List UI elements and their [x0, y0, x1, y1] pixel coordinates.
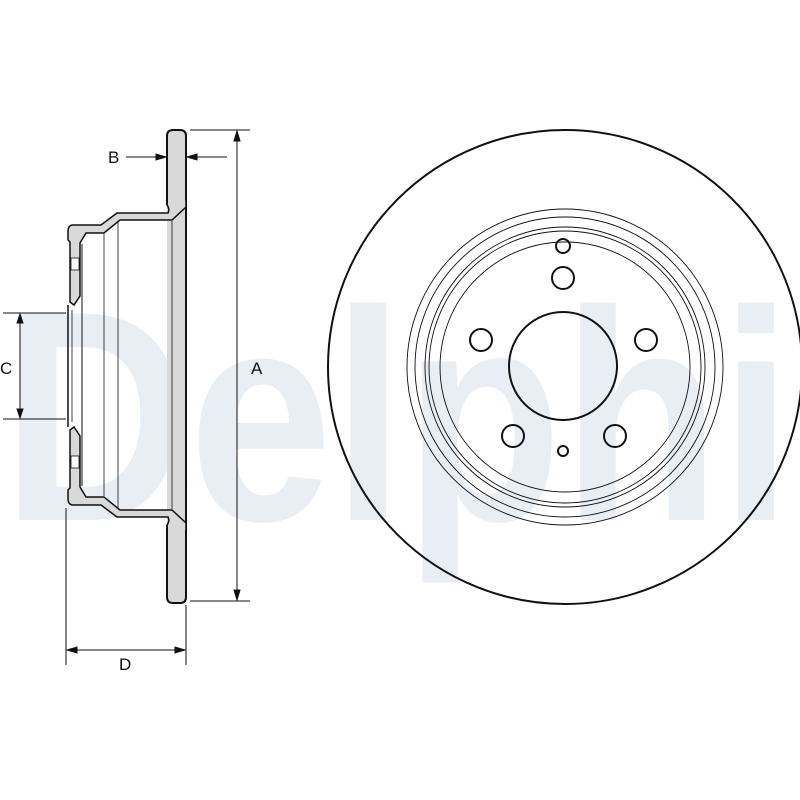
hat-upper [67, 200, 187, 307]
bolt-hole-bottom-right [603, 424, 627, 448]
dimension-label-a: A [251, 359, 263, 378]
ring-2 [414, 216, 716, 518]
bolt-hole-left [469, 328, 493, 352]
svg-text:Delphi: Delphi [2, 248, 792, 586]
front-view [327, 129, 800, 605]
dimension-label-d: D [119, 655, 131, 674]
bolt-hole-top [551, 266, 575, 290]
ring-1 [406, 208, 724, 526]
ring-5 [439, 241, 691, 493]
outer-rim [327, 129, 800, 605]
ring-4 [428, 230, 702, 504]
bolt-hole-right [634, 328, 658, 352]
dimension-lines [3, 129, 250, 665]
hat-lower [67, 425, 187, 530]
delphi-watermark: Delphi [2, 248, 792, 586]
small-hole-bottom [557, 445, 569, 457]
bolt-hole-bottom-left [501, 424, 525, 448]
side-section-view [67, 129, 187, 604]
ring-3 [424, 226, 706, 508]
dimension-label-b: B [108, 148, 119, 167]
center-bore [508, 311, 618, 421]
dimension-label-c: C [0, 359, 12, 378]
small-hole-top [555, 238, 571, 254]
